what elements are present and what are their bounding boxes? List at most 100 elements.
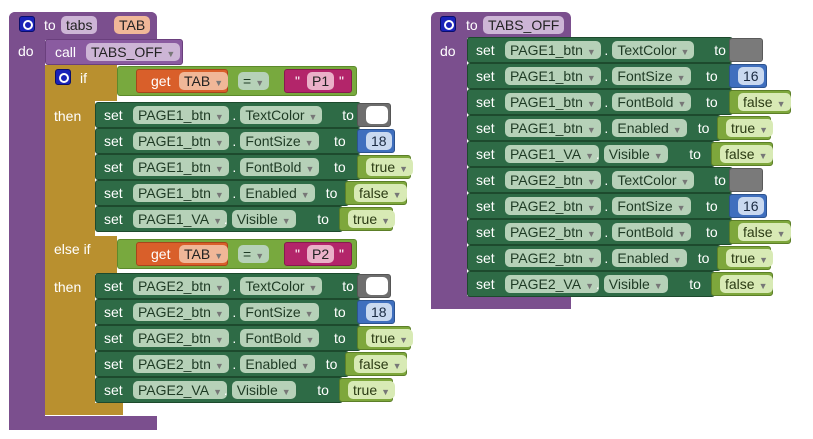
property-dropdown[interactable]: Visible▼	[603, 145, 668, 163]
boolean-block[interactable]: true▼	[357, 326, 414, 350]
color-block[interactable]	[357, 274, 391, 298]
number-block[interactable]: 18	[357, 300, 395, 324]
property-dropdown[interactable]: Visible▼	[231, 381, 296, 399]
operator-dropdown[interactable]: =▼	[238, 245, 270, 263]
property-dropdown[interactable]: FontSize▼	[240, 303, 319, 321]
parameter-tab[interactable]: TAB	[114, 16, 151, 34]
boolean-block[interactable]: true▼	[339, 378, 396, 402]
number-block[interactable]: 18	[357, 129, 395, 153]
property-dropdown[interactable]: Enabled▼	[240, 184, 315, 202]
component-dropdown[interactable]: PAGE2_btn▼	[133, 329, 229, 347]
color-block[interactable]	[729, 38, 763, 62]
color-swatch[interactable]	[366, 106, 388, 124]
property-dropdown[interactable]: Enabled▼	[612, 249, 687, 267]
boolean-block[interactable]: false▼	[345, 181, 407, 205]
boolean-dropdown[interactable]: true▼	[348, 210, 396, 228]
component-dropdown[interactable]: PAGE2_btn▼	[133, 303, 229, 321]
property-dropdown[interactable]: FontBold▼	[612, 93, 692, 111]
boolean-block[interactable]: true▼	[357, 155, 414, 179]
component-dropdown[interactable]: PAGE1_btn▼	[505, 41, 601, 59]
property-dropdown[interactable]: FontSize▼	[612, 67, 691, 85]
variable-dropdown[interactable]: TAB▼	[179, 245, 229, 263]
procedure-name-field[interactable]: TABS_OFF	[483, 16, 565, 34]
property-dropdown[interactable]: TextColor▼	[240, 277, 323, 295]
string-value[interactable]: P1	[307, 72, 335, 90]
boolean-block[interactable]: false▼	[729, 220, 791, 244]
compare-block-2[interactable]: get TAB▼ =▼ " P2 "	[117, 239, 357, 269]
mutator-gear-icon[interactable]	[19, 16, 35, 32]
color-swatch[interactable]	[738, 171, 760, 189]
boolean-block[interactable]: false▼	[729, 90, 791, 114]
component-dropdown[interactable]: PAGE2_btn▼	[505, 197, 601, 215]
boolean-block[interactable]: false▼	[711, 272, 773, 296]
number-field[interactable]: 16	[738, 197, 764, 215]
component-dropdown[interactable]: PAGE2_VA▼	[505, 275, 599, 293]
property-dropdown[interactable]: FontBold▼	[612, 223, 692, 241]
number-block[interactable]: 16	[729, 64, 767, 88]
get-variable-block[interactable]: get TAB▼	[136, 69, 229, 93]
string-block[interactable]: " P2 "	[284, 242, 352, 266]
component-dropdown[interactable]: PAGE2_VA▼	[133, 381, 227, 399]
component-dropdown[interactable]: PAGE1_VA▼	[505, 145, 599, 163]
number-field[interactable]: 16	[738, 67, 764, 85]
if-mutator-gear-icon[interactable]	[55, 69, 71, 85]
component-dropdown[interactable]: PAGE2_btn▼	[505, 223, 601, 241]
boolean-dropdown[interactable]: false▼	[354, 355, 407, 373]
number-field[interactable]: 18	[366, 303, 392, 321]
boolean-dropdown[interactable]: false▼	[354, 184, 407, 202]
boolean-block[interactable]: true▼	[717, 246, 774, 270]
color-swatch[interactable]	[366, 277, 388, 295]
property-dropdown[interactable]: FontSize▼	[612, 197, 691, 215]
property-dropdown[interactable]: FontBold▼	[240, 329, 320, 347]
property-dropdown[interactable]: FontBold▼	[240, 158, 320, 176]
boolean-dropdown[interactable]: true▼	[348, 381, 396, 399]
component-dropdown[interactable]: PAGE1_btn▼	[505, 119, 601, 137]
property-dropdown[interactable]: Visible▼	[603, 275, 668, 293]
boolean-dropdown[interactable]: false▼	[738, 223, 791, 241]
component-dropdown[interactable]: PAGE1_VA▼	[133, 210, 227, 228]
string-block[interactable]: " P1 "	[284, 69, 352, 93]
component-dropdown[interactable]: PAGE1_btn▼	[133, 158, 229, 176]
string-value[interactable]: P2	[307, 245, 335, 263]
boolean-dropdown[interactable]: false▼	[738, 93, 791, 111]
operator-dropdown[interactable]: =▼	[238, 72, 270, 90]
call-tabs-off-block[interactable]: call TABS_OFF▼	[45, 39, 183, 65]
component-dropdown[interactable]: PAGE2_btn▼	[133, 355, 229, 373]
property-dropdown[interactable]: TextColor▼	[240, 106, 323, 124]
component-dropdown[interactable]: PAGE1_btn▼	[133, 184, 229, 202]
property-dropdown[interactable]: Enabled▼	[240, 355, 315, 373]
boolean-dropdown[interactable]: true▼	[726, 249, 774, 267]
variable-dropdown[interactable]: TAB▼	[179, 72, 229, 90]
component-dropdown[interactable]: PAGE1_btn▼	[505, 67, 601, 85]
compare-block-1[interactable]: get TAB▼ =▼ " P1 "	[117, 66, 357, 96]
component-dropdown[interactable]: PAGE1_btn▼	[505, 93, 601, 111]
number-block[interactable]: 16	[729, 194, 767, 218]
boolean-dropdown[interactable]: false▼	[720, 275, 773, 293]
property-dropdown[interactable]: TextColor▼	[612, 41, 695, 59]
boolean-dropdown[interactable]: true▼	[726, 119, 774, 137]
boolean-block[interactable]: false▼	[711, 142, 773, 166]
property-dropdown[interactable]: FontSize▼	[240, 132, 319, 150]
procedure-name-field[interactable]: tabs	[61, 16, 98, 34]
boolean-dropdown[interactable]: true▼	[366, 329, 414, 347]
component-dropdown[interactable]: PAGE2_btn▼	[505, 249, 601, 267]
boolean-dropdown[interactable]: true▼	[366, 158, 414, 176]
